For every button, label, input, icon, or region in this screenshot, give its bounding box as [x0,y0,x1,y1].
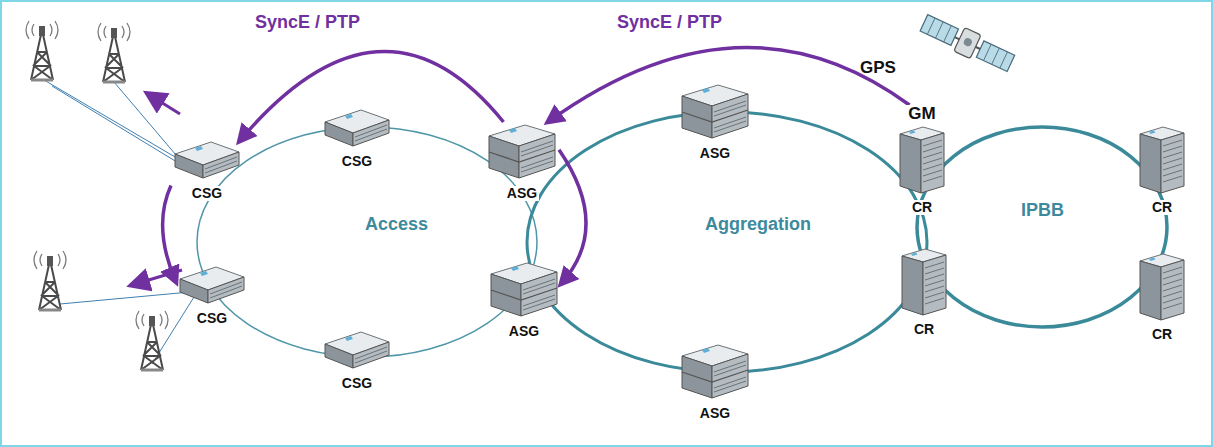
network-device: CSG [321,106,393,169]
ring-label: Access [362,214,431,235]
network-device: CSG [321,328,393,391]
network-device: ASG [487,260,561,339]
cell-tower [98,23,130,82]
device-label: ASG [507,324,541,339]
cell-tower [34,251,66,310]
sync-arrow [163,186,176,282]
network-device: ASG [678,342,752,421]
aggregation-ring [527,112,927,372]
gps-satellite [918,11,1016,75]
csg-device-icon [321,106,393,154]
device-label: ASG [698,406,732,421]
sync-arrow [559,150,586,284]
cr-device-icon [1137,251,1187,327]
access-ring [197,127,537,357]
csg-device-icon [171,138,243,186]
network-device: ASG [678,82,752,161]
device-label: CR [1150,200,1174,215]
device-label: CR [1150,327,1174,342]
cell-tower [26,21,58,80]
network-device: CSG [176,263,248,326]
cr-device-icon [899,246,949,322]
ipbb-ring [917,127,1167,327]
network-device: CR [1137,251,1187,342]
ring-label: Aggregation [702,214,814,235]
tower-sync-arrows [132,94,182,285]
tower-links [44,80,194,364]
asg-device-icon [678,342,752,406]
device-label: CSG [195,311,229,326]
cr-device-icon [897,124,947,200]
device-label: CR [910,200,934,215]
asg-device-icon [678,82,752,146]
csg-device-icon [321,328,393,376]
csg-device-icon [176,263,248,311]
device-label: CR [912,322,936,337]
device-label: ASG [698,146,732,161]
device-label: CSG [340,376,374,391]
network-device: ASG [485,122,559,201]
edge-label: SyncE / PTP [252,12,363,33]
device-label: CSG [340,154,374,169]
device-label: ASG [505,186,539,201]
network-device: CSG [171,138,243,201]
network-device: CR [899,246,949,337]
network-device: GM CR [897,105,947,215]
device-label: CSG [190,186,224,201]
asg-device-icon [487,260,561,324]
edge-label: SyncE / PTP [614,12,725,33]
network-device: CR [1137,124,1187,215]
ring-label: IPBB [1018,200,1067,221]
cr-device-icon [1137,124,1187,200]
cell-tower [136,311,168,370]
gps-label: GPS [860,58,896,78]
grandmaster-label: GM [906,105,937,124]
asg-device-icon [485,122,559,186]
